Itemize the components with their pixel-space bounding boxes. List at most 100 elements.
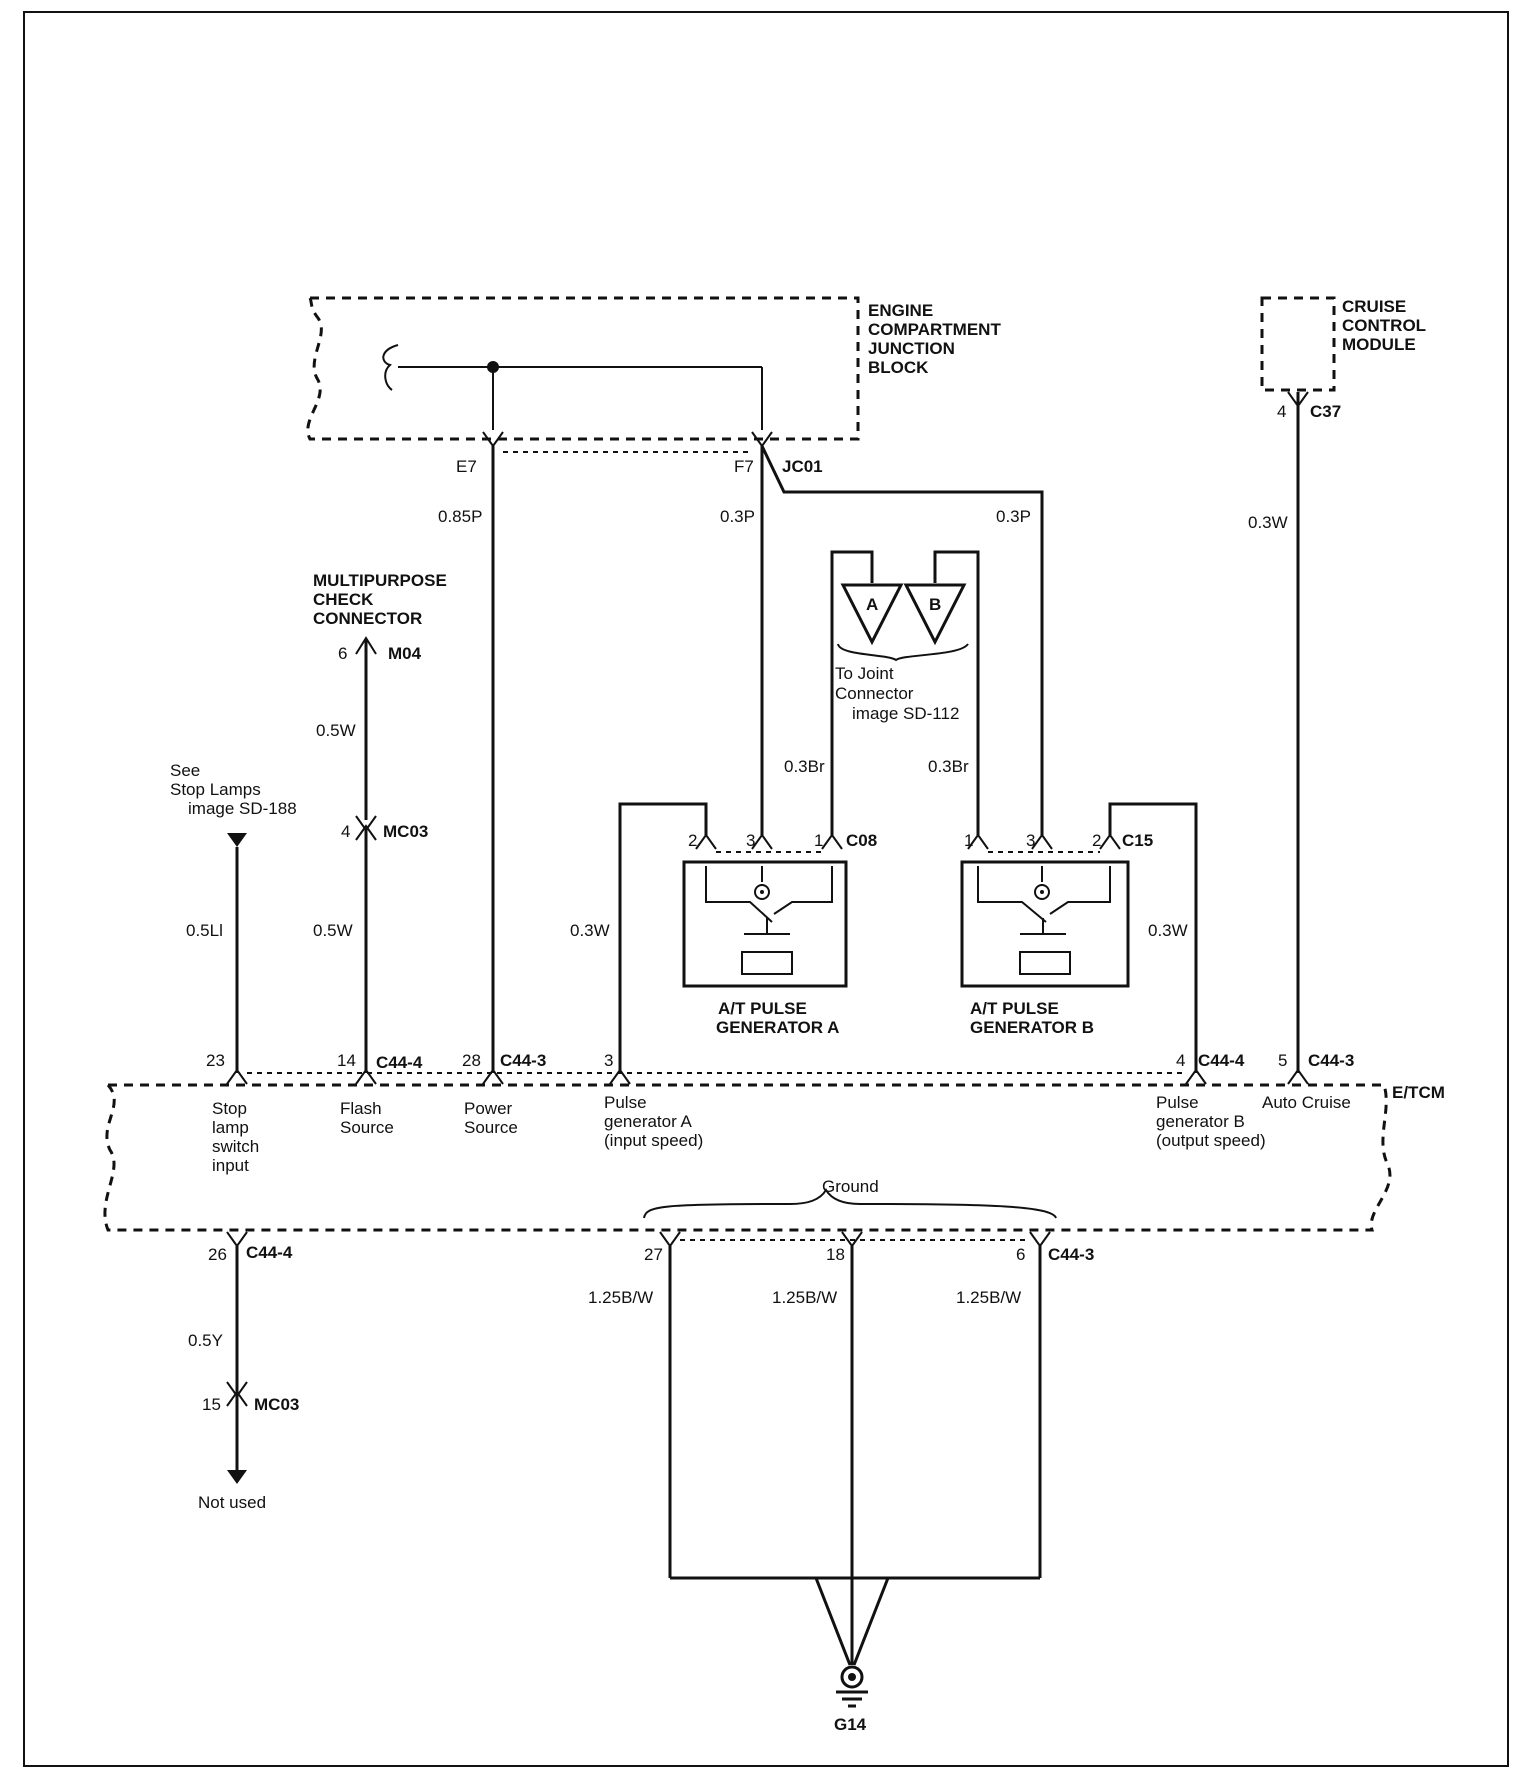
etcm-label-flash-1: Flash xyxy=(340,1099,382,1118)
pgb-title-1: A/T PULSE xyxy=(970,999,1059,1018)
wire-jc01-right-gauge: 0.3P xyxy=(996,507,1031,526)
connector-m04-label: M04 xyxy=(388,644,422,663)
bottom-conn-26: C44-4 xyxy=(246,1243,293,1262)
ground-group-label: Ground xyxy=(822,1177,879,1196)
joint-ref-2: Connector xyxy=(835,684,914,703)
joint-ref-3: image SD-112 xyxy=(852,704,959,723)
mc03-bottom-pin: 15 xyxy=(202,1395,221,1414)
multipurpose-title-1: MULTIPURPOSE xyxy=(313,571,447,590)
wire-pgb-out-gauge: 0.3W xyxy=(1148,921,1188,940)
ground-wire-gauge-1: 1.25B/W xyxy=(588,1288,653,1307)
wire-pgb-left-gauge: 0.3Br xyxy=(928,757,969,776)
etcm-pin-3: 3 xyxy=(604,1051,613,1070)
pga-title-1: A/T PULSE xyxy=(718,999,807,1018)
connector-jc01-label: JC01 xyxy=(782,457,823,476)
multipurpose-check-connector: MULTIPURPOSE CHECK CONNECTOR 6 M04 0.5W … xyxy=(313,571,447,1073)
etcm-title: E/TCM xyxy=(1392,1083,1445,1102)
etcm-label-power-1: Power xyxy=(464,1099,513,1118)
etcm-label-pga-2: generator A xyxy=(604,1112,693,1131)
pgb-title-2: GENERATOR B xyxy=(970,1018,1094,1037)
connector-e7-label: E7 xyxy=(456,457,477,476)
c37-pin: 4 xyxy=(1277,402,1286,421)
joint-a-label: A xyxy=(866,595,878,614)
multipurpose-title-3: CONNECTOR xyxy=(313,609,422,628)
c08-pin-2: 2 xyxy=(688,831,697,850)
etcm-label-pgb-2: generator B xyxy=(1156,1112,1245,1131)
etcm-label-flash-2: Source xyxy=(340,1118,394,1137)
cruise-control-module: 4 C37 0.3W CRUISE CONTROL MODULE xyxy=(1248,296,1426,1073)
wire-e7-power: 0.85P xyxy=(438,446,495,1073)
ground-wire-gauge-3: 1.25B/W xyxy=(956,1288,1021,1307)
etcm-label-pgb-1: Pulse xyxy=(1156,1093,1199,1112)
etcm-pin-23: 23 xyxy=(206,1051,225,1070)
pga-title-2: GENERATOR A xyxy=(716,1018,839,1037)
pulse-generator-b: 0.3W 1 3 2 C15 A/T PULSE GENERATOR B xyxy=(960,802,1198,1073)
etcm-label-stop-3: switch xyxy=(212,1137,259,1156)
etcm-label-stop-1: Stop xyxy=(212,1099,247,1118)
stop-ref-1: See xyxy=(170,761,200,780)
bottom-pin-6: 6 xyxy=(1016,1245,1025,1264)
connector-c37-label: C37 xyxy=(1310,402,1341,421)
cruise-title-2: CONTROL xyxy=(1342,316,1426,335)
joint-b-label: B xyxy=(929,595,941,614)
multipurpose-title-2: CHECK xyxy=(313,590,374,609)
engine-junction-title-3: JUNCTION xyxy=(868,339,955,358)
ground-wire-gauge-2: 1.25B/W xyxy=(772,1288,837,1307)
etcm-pin-28: 28 xyxy=(462,1051,481,1070)
wire-f7: 0.3P 0.3P xyxy=(720,445,1044,835)
etcm-label-pgb-3: (output speed) xyxy=(1156,1131,1266,1150)
wire-e7-gauge: 0.85P xyxy=(438,507,482,526)
connector-e7-f7: E7 F7 JC01 xyxy=(456,431,823,476)
engine-junction-title-2: COMPARTMENT xyxy=(868,320,1001,339)
stop-ref-3: image SD-188 xyxy=(188,799,297,818)
etcm-conn-14: C44-4 xyxy=(376,1053,423,1072)
etcm-label-stop-2: lamp xyxy=(212,1118,249,1137)
connector-c08-label: C08 xyxy=(846,831,877,850)
wire-mc03-gauge: 0.5W xyxy=(313,921,353,940)
c08-pin-1: 1 xyxy=(814,831,823,850)
page-frame xyxy=(23,11,1509,1767)
engine-junction-title-4: BLOCK xyxy=(868,358,929,377)
c08-pin-3: 3 xyxy=(746,831,755,850)
connector-mc03-bottom-label: MC03 xyxy=(254,1395,299,1414)
etcm-label-cruise: Auto Cruise xyxy=(1262,1093,1351,1112)
ground-wires: 1.25B/W 1.25B/W 1.25B/W G14 xyxy=(588,1246,1042,1734)
joint-ref-1: To Joint xyxy=(835,664,894,683)
pulse-generator-a: 0.3W 2 3 1 C08 A/T PULSE GENERATOR A xyxy=(570,802,877,1073)
wire-cruise-gauge: 0.3W xyxy=(1248,513,1288,532)
stop-ref-2: Stop Lamps xyxy=(170,780,261,799)
wire-stop-gauge: 0.5Ll xyxy=(186,921,223,940)
wire-pga-out-gauge: 0.3W xyxy=(570,921,610,940)
bottom-pin-18: 18 xyxy=(826,1245,845,1264)
not-used-label: Not used xyxy=(198,1493,266,1512)
bottom-conn-6: C44-3 xyxy=(1048,1245,1094,1264)
cruise-title-1: CRUISE xyxy=(1342,297,1406,316)
joint-connector: A B To Joint Connector image SD-112 0.3B… xyxy=(784,550,980,835)
c15-pin-3: 3 xyxy=(1026,831,1035,850)
etcm-block: E/TCM 23 14 C44-4 28 C44-3 3 4 C44-4 5 C… xyxy=(103,1051,1445,1264)
engine-junction-title-1: ENGINE xyxy=(868,301,933,320)
bottom-pin-27: 27 xyxy=(644,1245,663,1264)
etcm-conn-28: C44-3 xyxy=(500,1051,546,1070)
etcm-label-pga-1: Pulse xyxy=(604,1093,647,1112)
etcm-pin-5: 5 xyxy=(1278,1051,1287,1070)
etcm-label-pga-3: (input speed) xyxy=(604,1131,703,1150)
connector-mc03-top-label: MC03 xyxy=(383,822,428,841)
etcm-label-stop-4: input xyxy=(212,1156,249,1175)
wire-m04-gauge: 0.5W xyxy=(316,721,356,740)
connector-c15-label: C15 xyxy=(1122,831,1153,850)
c15-pin-1: 1 xyxy=(964,831,973,850)
wire-not-used: 0.5Y 15 MC03 Not used xyxy=(188,1246,299,1512)
etcm-conn-4: C44-4 xyxy=(1198,1051,1245,1070)
cruise-title-3: MODULE xyxy=(1342,335,1416,354)
ground-g14-label: G14 xyxy=(834,1715,867,1734)
etcm-label-power-2: Source xyxy=(464,1118,518,1137)
etcm-conn-5: C44-3 xyxy=(1308,1051,1354,1070)
c15-pin-2: 2 xyxy=(1092,831,1101,850)
connector-f7-label: F7 xyxy=(734,457,754,476)
engine-junction-block: ENGINE COMPARTMENT JUNCTION BLOCK xyxy=(306,296,1001,441)
m04-pin: 6 xyxy=(338,644,347,663)
wire-pga-left-gauge: 0.3Br xyxy=(784,757,825,776)
wire-f7-gauge: 0.3P xyxy=(720,507,755,526)
wire-bottom-gauge: 0.5Y xyxy=(188,1331,223,1350)
